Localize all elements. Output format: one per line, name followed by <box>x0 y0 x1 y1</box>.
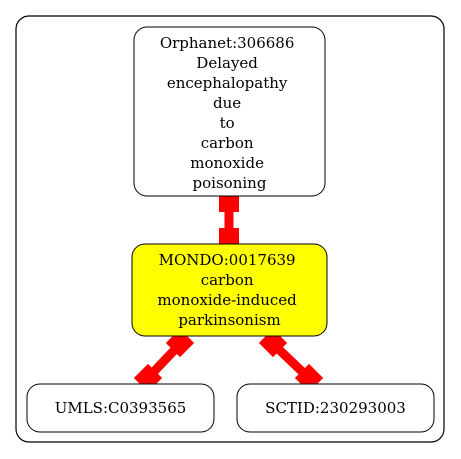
label-line: poisoning <box>193 174 267 192</box>
node-mondo[interactable]: MONDO:0017639 carbon monoxide-induced pa… <box>131 243 328 337</box>
label-line: to <box>220 114 235 132</box>
label-line: monoxide-induced <box>157 291 297 309</box>
cluster-box <box>15 15 445 443</box>
node-sctid-label: SCTID:230293003 <box>265 399 406 417</box>
node-orphanet-box <box>133 26 326 197</box>
node-orphanet-label: Orphanet:306686 Delayed encephalopathy d… <box>160 34 299 192</box>
label-line: carbon <box>201 134 254 152</box>
edge-mondo-sctid <box>258 328 324 393</box>
node-sctid[interactable]: SCTID:230293003 <box>236 383 435 433</box>
node-mondo-box <box>131 243 328 337</box>
edge-end-marker-bottom <box>219 228 239 248</box>
node-sctid-box <box>236 383 435 433</box>
label-line: Orphanet:306686 <box>160 34 295 52</box>
node-mondo-label: MONDO:0017639 carbon monoxide-induced pa… <box>157 251 301 329</box>
label-line: UMLS:C0393565 <box>55 399 187 417</box>
node-umls[interactable]: UMLS:C0393565 <box>26 383 215 433</box>
label-line: Delayed <box>196 54 258 72</box>
edge-mondo-orphanet <box>219 192 239 248</box>
label-line: monoxide <box>190 154 264 172</box>
node-umls-label: UMLS:C0393565 <box>55 399 187 417</box>
label-line: carbon <box>201 271 254 289</box>
label-line: due <box>213 94 241 112</box>
label-line: SCTID:230293003 <box>265 399 406 417</box>
edge-mondo-umls <box>133 328 195 393</box>
node-umls-box <box>26 383 215 433</box>
node-orphanet[interactable]: Orphanet:306686 Delayed encephalopathy d… <box>133 26 326 197</box>
label-line: encephalopathy <box>167 74 288 92</box>
label-line: MONDO:0017639 <box>159 251 296 269</box>
edge-end-marker-top <box>219 192 239 212</box>
label-line: parkinsonism <box>178 311 280 329</box>
